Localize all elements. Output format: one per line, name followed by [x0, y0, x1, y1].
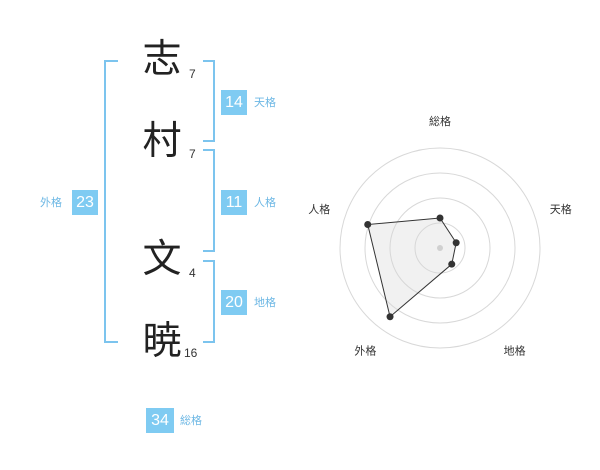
chikaku-value: 20 [221, 290, 247, 315]
radar-point-2 [452, 239, 460, 247]
radar-axis-label-5: 人格 [308, 202, 330, 216]
stroke-count-1: 7 [189, 67, 196, 81]
radar-axis-label-3: 地格 [504, 344, 526, 358]
soukaku-label: 総格 [180, 414, 202, 427]
gaikaku-bracket [104, 60, 118, 343]
name-char-1: 志 [142, 37, 182, 82]
radar-axis-label-2: 天格 [550, 202, 572, 216]
radar-point-5 [364, 221, 372, 229]
chikaku-bracket [203, 260, 215, 343]
radar-point-1 [436, 214, 444, 222]
radar-point-4 [386, 313, 394, 321]
radar-series-polygon [367, 217, 457, 318]
radar-ring-1 [414, 222, 466, 274]
jinkaku-bracket [203, 149, 215, 252]
stroke-count-2: 7 [189, 147, 196, 161]
radar-center-dot [437, 245, 443, 251]
radar-ring-3 [364, 172, 516, 324]
tenkaku-label: 天格 [254, 96, 276, 109]
stroke-count-3: 4 [189, 266, 196, 280]
gaikaku-value: 23 [72, 190, 98, 215]
radar-point-3 [448, 260, 456, 268]
chikaku-label: 地格 [254, 296, 276, 309]
name-char-4: 暁 [142, 319, 182, 364]
radar-axis-label-1: 総格 [429, 114, 451, 128]
soukaku-value: 34 [146, 408, 174, 433]
stroke-count-4: 16 [184, 346, 198, 360]
jinkaku-value: 11 [221, 190, 247, 215]
radar-ring-4 [339, 147, 541, 349]
name-char-2: 村 [142, 119, 182, 164]
tenkaku-bracket [203, 60, 215, 142]
radar-axis-label-4: 外格 [354, 344, 376, 358]
gaikaku-label: 外格 [40, 196, 62, 209]
tenkaku-value: 14 [221, 90, 247, 115]
name-char-3: 文 [142, 237, 182, 282]
jinkaku-label: 人格 [254, 196, 276, 209]
radar-ring-2 [389, 197, 491, 299]
